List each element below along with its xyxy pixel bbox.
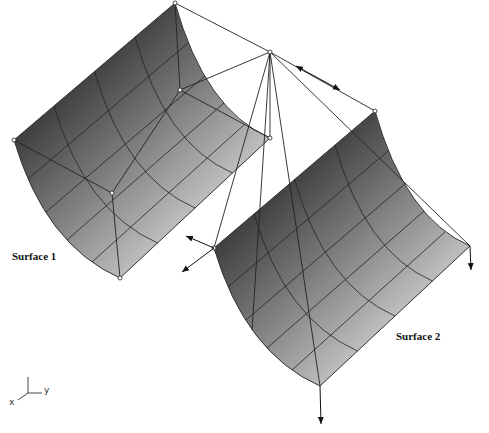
surface-label: Surface 2 — [396, 330, 440, 342]
load-arrows — [182, 66, 471, 424]
surface-2 — [214, 111, 470, 386]
axis-triad — [18, 377, 42, 400]
axis-label: x — [9, 398, 14, 408]
wireframe — [14, 3, 270, 278]
nodes-dots — [12, 1, 377, 280]
axis-label: y — [44, 386, 49, 396]
surface-label: Surface 1 — [12, 250, 56, 262]
cables — [214, 52, 470, 386]
